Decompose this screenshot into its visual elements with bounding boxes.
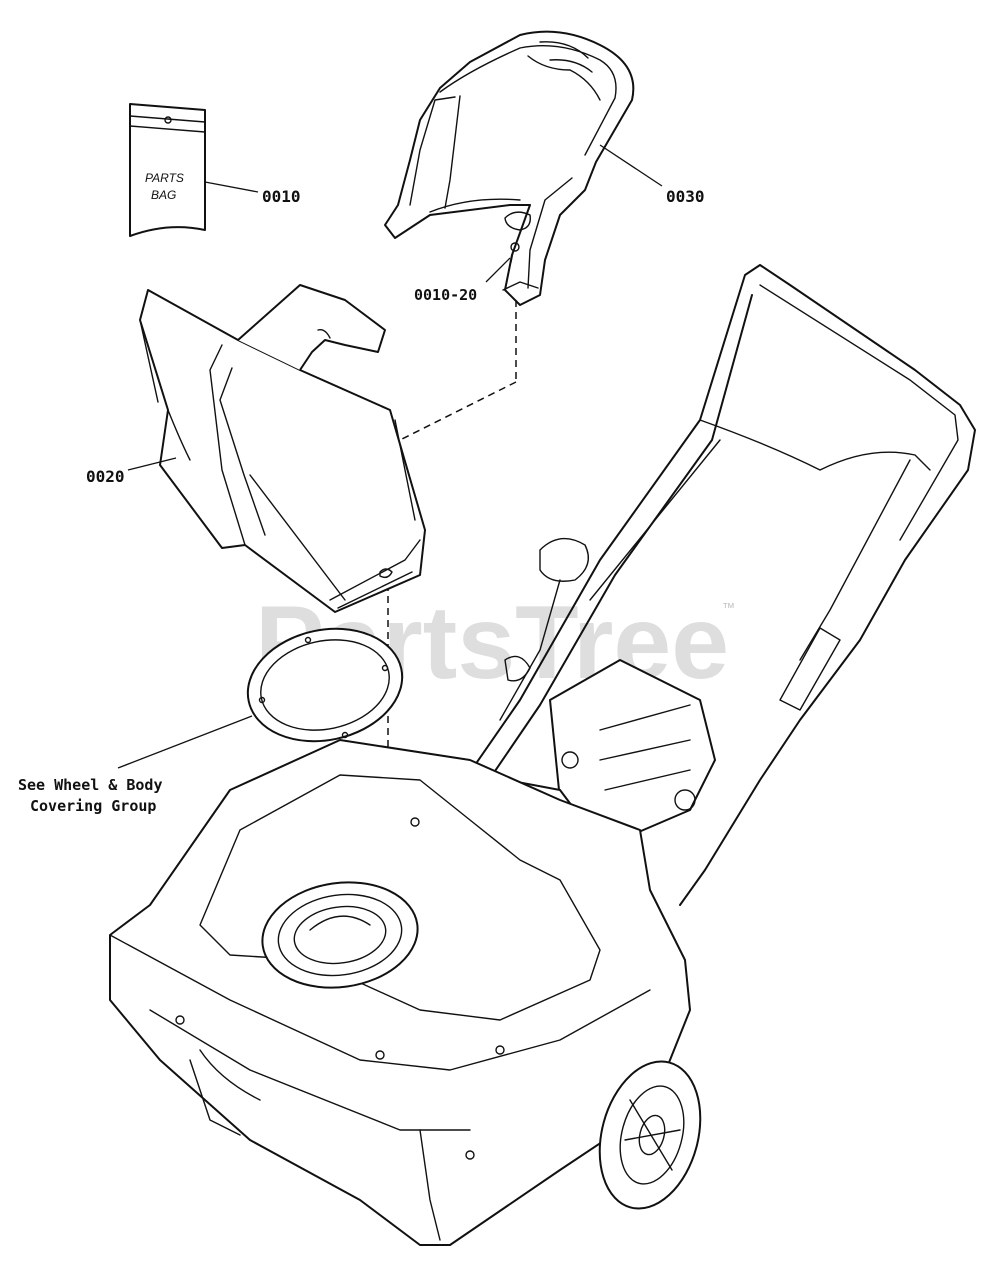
- callout-0030[interactable]: 0030: [666, 187, 705, 206]
- parts-bag-text-line2: BAG: [151, 188, 176, 202]
- callout-0010[interactable]: 0010: [262, 187, 301, 206]
- parts-bag-illustration: PARTS BAG: [129, 103, 206, 237]
- reference-note-line2[interactable]: Covering Group: [30, 797, 156, 815]
- hang-hole-icon: [164, 116, 172, 124]
- chute-ring-illustration: [246, 627, 404, 743]
- discharge-chute-illustration: [139, 284, 426, 613]
- reference-note-line1[interactable]: See Wheel & Body: [18, 776, 163, 794]
- fastener-illustration: [510, 242, 520, 263]
- snow-thrower-illustration: [109, 264, 976, 1246]
- chute-handle-illustration: [384, 30, 635, 306]
- callout-0020[interactable]: 0020: [86, 467, 125, 486]
- callout-0010-20[interactable]: 0010-20: [414, 286, 477, 304]
- parts-bag-text-line1: PARTS: [145, 171, 184, 185]
- watermark-trademark: ™: [722, 600, 735, 615]
